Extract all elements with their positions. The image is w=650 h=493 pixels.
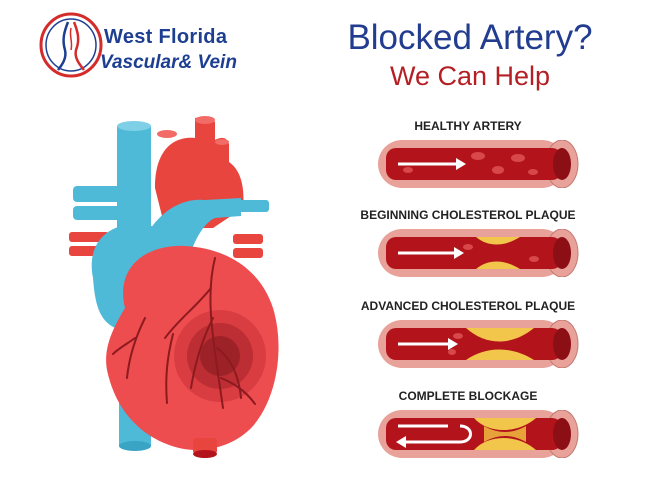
- vascular-body-icon: [39, 12, 103, 78]
- artery-complete-diagram: [378, 410, 579, 458]
- flow-arrow-icon: [398, 158, 466, 170]
- reverse-flow-arrow-icon: [398, 424, 472, 444]
- plaque-top: [474, 418, 536, 430]
- artery-panel-complete: COMPLETE BLOCKAGE: [348, 388, 588, 458]
- artery-panel-advanced: ADVANCED CHOLESTEROL PLAQUE: [348, 298, 588, 368]
- plaque-bottom: [474, 438, 536, 450]
- pulmonary-vessel-right-3: [233, 248, 263, 258]
- pulmonary-vessel-right-1: [235, 200, 269, 212]
- headline-subtitle: We Can Help: [389, 61, 551, 91]
- artery-left-1: [69, 232, 109, 242]
- descending-vessel: [193, 438, 217, 454]
- blood-cells: [403, 152, 538, 175]
- flow-arrow-icon: [398, 338, 458, 350]
- plaque-bottom: [476, 261, 520, 269]
- logo-text-west-florida: West Florida: [104, 26, 228, 48]
- artery-panel-healthy: HEALTHY ARTERY: [348, 118, 588, 188]
- plaque-top: [476, 237, 520, 245]
- logo-text-vascular-vein: Vascular& Vein: [100, 52, 237, 73]
- headline: Blocked Artery? We Can Help: [300, 18, 640, 92]
- brand-logo: West Florida Vascular& Vein: [38, 10, 258, 84]
- headline-title: Blocked Artery?: [347, 18, 593, 57]
- artery-label-complete: COMPLETE BLOCKAGE: [398, 389, 538, 403]
- artery-advanced-diagram: [378, 320, 579, 368]
- artery-label-healthy: HEALTHY ARTERY: [414, 119, 522, 133]
- vein-left-lower: [73, 206, 123, 220]
- pulmonary-vessel-right-2: [233, 234, 263, 244]
- artery-panel-beginning: BEGINNING CHOLESTEROL PLAQUE: [348, 207, 588, 277]
- vein-left-upper: [73, 186, 123, 202]
- flow-arrow-icon: [398, 247, 464, 259]
- coronary-arteries: [112, 257, 256, 409]
- artery-label-beginning: BEGINNING CHOLESTEROL PLAQUE: [360, 208, 576, 222]
- artery-beginning-diagram: [378, 229, 579, 277]
- plaque-bottom: [466, 349, 534, 360]
- plaque-top: [466, 328, 534, 342]
- heart-illustration: [69, 116, 279, 458]
- artery-label-advanced: ADVANCED CHOLESTEROL PLAQUE: [360, 299, 576, 313]
- artery-healthy-diagram: [378, 140, 579, 188]
